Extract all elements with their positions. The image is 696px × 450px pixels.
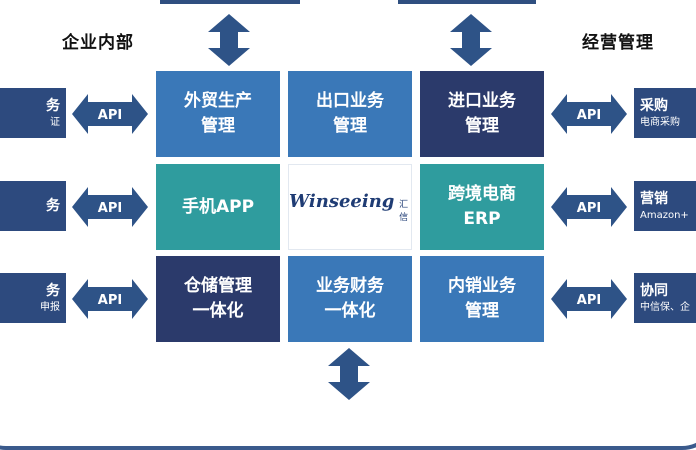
- module-cross-border-ecommerce-erp[interactable]: 跨境电商 ERP: [420, 164, 544, 250]
- module-label-line2: 管理: [201, 116, 235, 136]
- api-label: API: [98, 201, 122, 216]
- box-subtitle: 中信保、企: [640, 301, 690, 313]
- box-subtitle: 证: [50, 116, 60, 128]
- module-label-line1: 业务财务: [316, 276, 384, 297]
- api-arrow-right-1: API: [551, 94, 627, 134]
- box-subtitle: Amazon+: [640, 209, 689, 221]
- box-subtitle: 申报: [40, 301, 60, 313]
- module-label-line1: 出口业务: [316, 91, 384, 112]
- api-arrow-right-3: API: [551, 279, 627, 319]
- module-warehouse-management[interactable]: 仓储管理 一体化: [156, 256, 280, 342]
- module-label-line1: 仓储管理: [184, 276, 252, 297]
- left-external-box-2: 务: [0, 181, 66, 231]
- box-title: 协同: [640, 282, 668, 299]
- api-label: API: [98, 293, 122, 308]
- module-label-line1: 手机APP: [181, 196, 255, 217]
- right-external-box-1: 采购 电商采购: [634, 88, 696, 138]
- box-title: 务: [46, 282, 60, 299]
- api-arrow-left-2: API: [72, 187, 148, 227]
- module-label-line1: 跨境电商: [448, 184, 516, 205]
- api-label: API: [577, 201, 601, 216]
- api-label: API: [98, 108, 122, 123]
- box-title: 采购: [640, 97, 668, 114]
- module-label-line2: ERP: [463, 209, 501, 229]
- module-label-line2: 一体化: [192, 301, 244, 321]
- api-arrow-left-3: API: [72, 279, 148, 319]
- module-import-business[interactable]: 进口业务 管理: [420, 71, 544, 157]
- vertical-double-arrow-bottom: [328, 348, 370, 404]
- box-title: 务: [46, 97, 60, 114]
- left-external-box-3: 务 申报: [0, 273, 66, 323]
- logo-text: Winseeing: [289, 190, 395, 212]
- module-label-line2: 管理: [465, 301, 499, 321]
- api-label: API: [577, 293, 601, 308]
- winseeing-logo-tile: Winseeing 汇信: [288, 164, 412, 250]
- api-label: API: [577, 108, 601, 123]
- top-bar-right: [398, 0, 536, 4]
- module-label-line1: 进口业务: [448, 91, 516, 112]
- logo-cn-text: 汇信: [399, 199, 409, 223]
- box-subtitle: 电商采购: [640, 116, 680, 128]
- right-external-box-3: 协同 中信保、企: [634, 273, 696, 323]
- api-arrow-right-2: API: [551, 187, 627, 227]
- module-label-line2: 管理: [333, 116, 367, 136]
- winseeing-logo: Winseeing 汇信: [289, 189, 411, 225]
- module-foreign-trade-production[interactable]: 外贸生产 管理: [156, 71, 280, 157]
- section-title-internal: 企业内部: [62, 33, 134, 53]
- module-business-finance[interactable]: 业务财务 一体化: [288, 256, 412, 342]
- vertical-double-arrow-top-left: [208, 14, 250, 70]
- module-label-line2: 管理: [465, 116, 499, 136]
- right-external-box-2: 营销 Amazon+: [634, 181, 696, 231]
- left-external-box-1: 务 证: [0, 88, 66, 138]
- module-export-business[interactable]: 出口业务 管理: [288, 71, 412, 157]
- box-title: 务: [46, 197, 60, 214]
- module-domestic-sales[interactable]: 内销业务 管理: [420, 256, 544, 342]
- module-label-line1: 内销业务: [448, 276, 516, 297]
- module-mobile-app[interactable]: 手机APP: [156, 164, 280, 250]
- section-title-operations: 经营管理: [582, 33, 654, 53]
- box-title: 营销: [640, 190, 668, 207]
- vertical-double-arrow-top-right: [450, 14, 492, 70]
- module-label-line2: 一体化: [324, 301, 376, 321]
- top-bar-left: [160, 0, 300, 4]
- module-label-line1: 外贸生产: [184, 91, 252, 112]
- api-arrow-left-1: API: [72, 94, 148, 134]
